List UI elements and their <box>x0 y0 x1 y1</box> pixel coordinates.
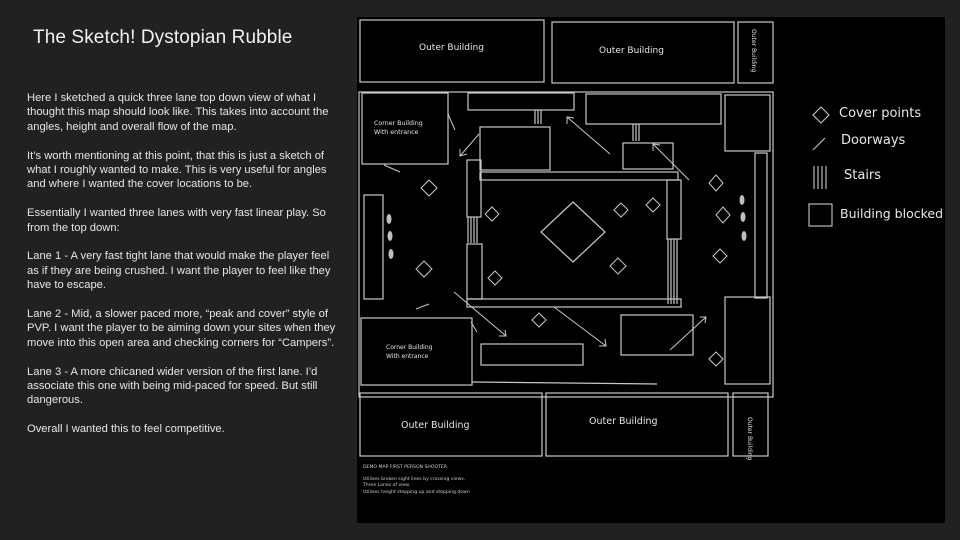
paragraph-intro: Here I sketched a quick three lane top d… <box>27 92 329 133</box>
doorway-line-icon <box>812 137 826 151</box>
paragraph-overall: Overall I wanted this to feel competitiv… <box>27 423 225 436</box>
outer-building-bottom-right <box>732 392 769 457</box>
arena-boundary <box>358 91 774 398</box>
legend-label-doorways: Doorways <box>841 133 906 148</box>
arena-left-pillar-bottom <box>466 243 483 300</box>
legend-label-cover-points: Cover points <box>839 106 922 121</box>
slide-body: Here I sketched a quick three lane top d… <box>27 91 339 451</box>
label-line: With entrance <box>386 353 429 360</box>
legend-label-stairs: Stairs <box>844 168 882 183</box>
label-outer-building-bottom-left: Outer Building <box>401 420 470 431</box>
corner-block-top-right <box>724 94 771 152</box>
building-blocked-square-icon <box>808 203 833 227</box>
outer-building-bottom-left <box>359 392 543 457</box>
corner-building-top-left <box>361 92 449 165</box>
player-markers <box>386 195 747 259</box>
label-outer-building-bottom-mid: Outer Building <box>589 416 658 427</box>
outer-building-top-right <box>737 21 774 84</box>
cover-points <box>415 174 731 367</box>
paragraph-lane-1: Lane 1 - A very fast tight lane that wou… <box>27 250 331 292</box>
label-line: With entrance <box>374 129 419 136</box>
label-line: Corner Building <box>374 120 423 127</box>
slide-title: The Sketch! Dystopian Rubble <box>33 27 293 48</box>
label-line: Corner Building <box>386 344 433 351</box>
paragraph-lanes-intro: Essentially I wanted three lanes with ve… <box>27 207 326 234</box>
corner-block-bottom-right <box>724 296 771 385</box>
left-wall-long <box>363 194 384 300</box>
outer-building-top-mid <box>551 21 735 84</box>
label-outer-building-top-right: Outer Building <box>750 29 757 73</box>
arena-right-pillar <box>666 179 682 240</box>
corner-building-bottom-left <box>360 317 473 386</box>
label-corner-building-bottom-left: Corner Building With entrance <box>386 343 432 361</box>
map-notes: DEMO MAP FIRST PERSON SHOOTER. Utilises … <box>363 465 470 496</box>
legend-icons <box>808 106 833 227</box>
small-building-top-mid <box>622 142 674 170</box>
label-outer-building-bottom-right: Outer Building <box>746 417 753 461</box>
legend-label-building-blocked: Building blocked <box>840 206 944 221</box>
paragraph-lane-3: Lane 3 - A more chicaned wider version o… <box>27 365 318 407</box>
arena-left-pillar-top <box>466 159 482 218</box>
arena-top-wall <box>479 171 679 181</box>
label-outer-building-top-mid: Outer Building <box>599 46 664 56</box>
outer-building-top-left <box>359 19 545 83</box>
map-layout-drawing <box>358 19 833 457</box>
outer-building-bottom-mid <box>545 392 729 457</box>
cover-point-diamond-icon <box>812 106 830 124</box>
doorways <box>383 113 478 333</box>
right-wall-long <box>754 152 768 299</box>
flow-arrows <box>453 116 707 351</box>
note-line: Utilises broken sight lines by crossing … <box>363 476 466 482</box>
label-corner-building-top-left: Corner Building With entrance <box>374 119 423 137</box>
inner-building-top <box>479 126 551 171</box>
central-cover-block <box>540 201 606 263</box>
arena-bottom-wall <box>466 298 682 308</box>
top-right-bar-building <box>585 93 722 125</box>
note-line: Three Lanes of view. <box>363 483 411 489</box>
map-sketch-image: Outer Building Outer Building Outer Buil… <box>357 17 945 523</box>
note-title: DEMO MAP FIRST PERSON SHOOTER. <box>363 465 449 470</box>
label-outer-building-top-left: Outer Building <box>419 43 484 53</box>
note-line: Utilises height stepping up and stepping… <box>363 489 470 495</box>
paragraph-lane-2: Lane 2 - Mid, a slower paced more, “peak… <box>27 308 336 349</box>
bottom-bar-building <box>480 343 584 366</box>
top-bar-building <box>467 92 575 111</box>
paragraph-sketch-note: It’s worth mentioning at this point, tha… <box>27 149 327 191</box>
inner-building-bottom <box>620 314 694 356</box>
